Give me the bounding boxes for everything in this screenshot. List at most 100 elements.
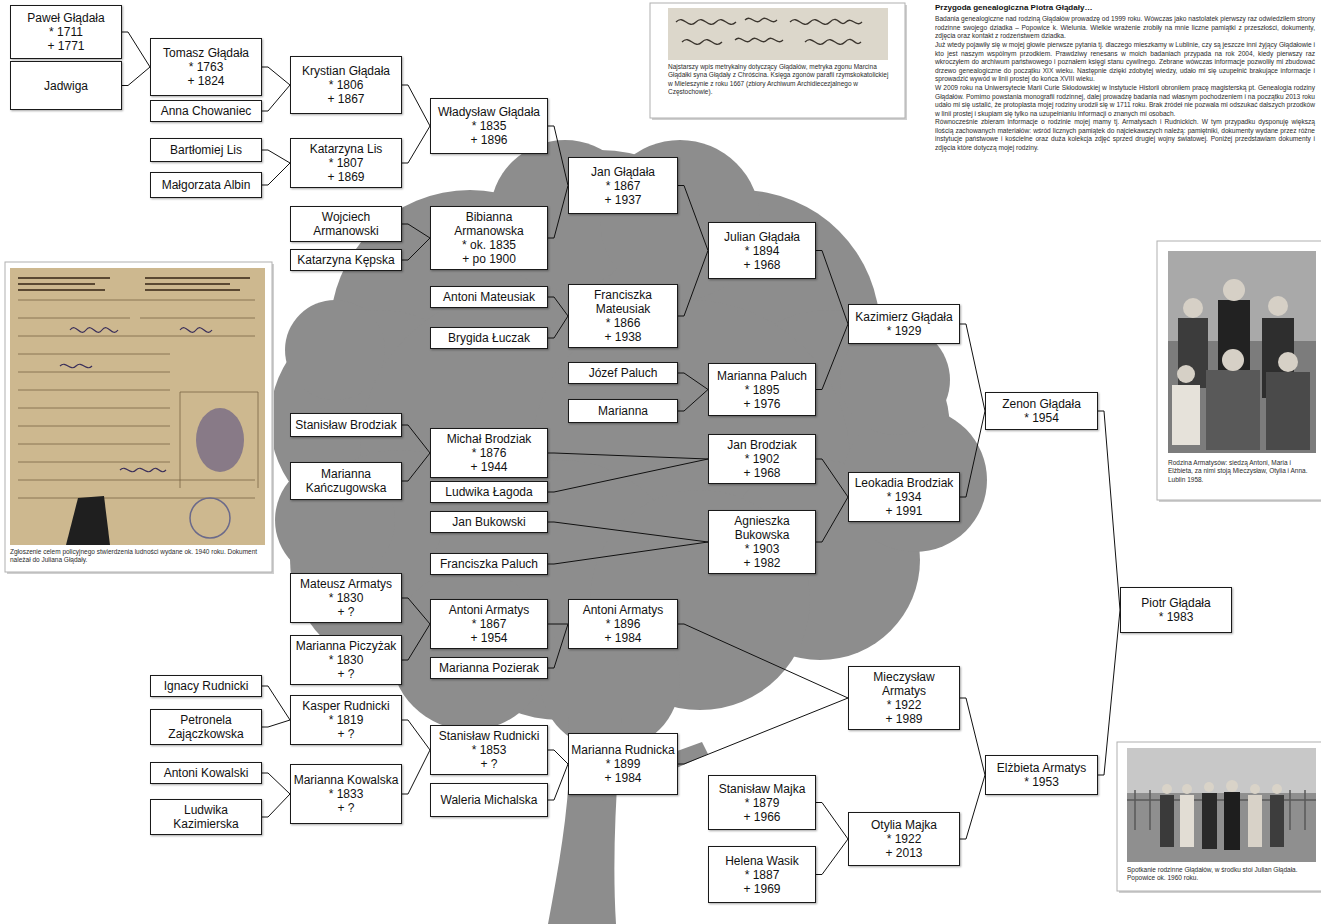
person-box: Mieczysław Armatys* 1922+ 1989 — [848, 666, 960, 730]
person-box: Marianna Kowalska* 1833+ ? — [290, 764, 402, 824]
person-box: Brygida Łuczak — [430, 327, 548, 349]
lineage-line — [548, 453, 708, 459]
life-date: + 1984 — [571, 771, 675, 785]
person-box: Anna Chowaniec — [150, 100, 262, 122]
person-box: Zenon Głądała* 1954 — [985, 392, 1098, 430]
person-name: Ignacy Rudnicki — [153, 679, 259, 693]
photo-figure — [1160, 795, 1174, 847]
record-scan — [668, 8, 888, 60]
photo-figure — [1248, 795, 1262, 847]
lineage-line — [816, 251, 848, 325]
life-date: * 1983 — [1123, 610, 1229, 624]
lineage-line — [262, 67, 290, 85]
person-box: Ludwika Kazimierska — [150, 799, 262, 835]
person-box: Wojciech Armanowski — [290, 206, 402, 242]
life-date: * 1711 — [13, 25, 119, 39]
life-date: + 1968 — [711, 258, 813, 272]
life-date: + 1991 — [851, 504, 957, 518]
person-box: Katarzyna Kępska — [290, 249, 402, 271]
lineage-line — [678, 373, 708, 390]
photo-caption: Zgłoszenie celem policyjnego stwierdzeni… — [10, 548, 268, 565]
person-name: Tomasz Głądała — [153, 46, 259, 60]
person-box: Helena Wasik* 1887+ 1969 — [708, 846, 816, 903]
life-date: * 1902 — [711, 452, 813, 466]
panel-shadow — [7, 264, 274, 574]
person-box: Antoni Kowalski — [150, 762, 262, 784]
lineage-line — [262, 150, 290, 163]
photo-figure — [1177, 365, 1195, 383]
person-box: Katarzyna Lis* 1807+ 1869 — [290, 138, 402, 188]
lineage-line — [548, 624, 568, 625]
life-date: + 1771 — [13, 39, 119, 53]
person-box: Stanisław Brodziak — [290, 413, 402, 437]
lineage-line — [402, 598, 430, 624]
person-box: Tomasz Głądała* 1763+ 1824 — [150, 38, 262, 96]
panel-shadow — [1119, 744, 1321, 893]
photo-figure — [1224, 792, 1240, 850]
panel-frame — [1157, 241, 1321, 500]
person-box: Bibianna Armanowska* ok. 1835+ po 1900 — [430, 206, 548, 270]
person-box: Jan Bukowski — [430, 511, 548, 533]
lineage-line — [1098, 411, 1120, 610]
person-box: Julian Głądała* 1894+ 1968 — [708, 222, 816, 279]
lineage-line — [402, 720, 430, 750]
person-box: Kazimierz Głądała* 1929 — [848, 304, 960, 344]
life-date: * 1853 — [433, 743, 545, 757]
person-name: Brygida Łuczak — [433, 331, 545, 345]
lineage-line — [262, 794, 290, 817]
lineage-line — [960, 698, 985, 775]
lineage-line — [678, 624, 848, 698]
person-box: Bartłomiej Lis — [150, 138, 262, 162]
person-name: Jan Bukowski — [433, 515, 545, 529]
photo-figure — [1172, 385, 1200, 445]
life-date: * 1830 — [293, 653, 399, 667]
life-date: * 1806 — [293, 78, 399, 92]
form-print — [18, 278, 250, 290]
person-box: Antoni Mateusiak — [430, 286, 548, 308]
photo-figure — [1182, 784, 1192, 794]
person-box: Władysław Głądała* 1835+ 1896 — [430, 98, 548, 154]
life-date: * 1876 — [433, 446, 545, 460]
person-box: Józef Paluch — [568, 362, 678, 384]
person-name: Marianna Kowalska — [293, 773, 399, 787]
life-date: * 1896 — [571, 617, 675, 631]
photo-panel — [1157, 241, 1321, 502]
lineage-line — [816, 839, 848, 875]
person-box: Franciszka Paluch — [430, 553, 548, 575]
life-date: * ok. 1835 — [433, 238, 545, 252]
page-title: Przygoda genealogiczna Piotra Głądały… — [935, 3, 1315, 13]
person-name: Petronela Zajączkowska — [153, 713, 259, 741]
person-box: Paweł Głądała* 1711+ 1771 — [10, 5, 122, 59]
person-name: Bartłomiej Lis — [153, 143, 259, 157]
lineage-line — [402, 453, 430, 481]
person-name: Marianna Pozierak — [433, 661, 545, 675]
life-date: + ? — [293, 727, 399, 741]
handwriting — [676, 18, 862, 24]
person-box: Piotr Głądała* 1983 — [1120, 587, 1232, 633]
life-date: * 1763 — [153, 60, 259, 74]
life-date: + 1968 — [711, 466, 813, 480]
person-name: Małgorzata Albin — [153, 178, 259, 192]
fingerprint — [196, 408, 244, 472]
lineage-line — [402, 224, 430, 238]
lineage-line — [402, 85, 430, 126]
person-box: Antoni Armatys* 1867+ 1954 — [430, 599, 548, 649]
life-date: + 1824 — [153, 74, 259, 88]
person-name: Piotr Głądała — [1123, 596, 1229, 610]
person-name: Krystian Głądała — [293, 64, 399, 78]
person-box: Kasper Rudnicki* 1819+ ? — [290, 695, 402, 745]
life-date: * 1903 — [711, 542, 813, 556]
person-name: Jan Brodziak — [711, 438, 813, 452]
person-name: Stanisław Brodziak — [293, 418, 399, 432]
life-date: * 1894 — [711, 244, 813, 258]
lineage-line — [548, 764, 568, 800]
lineage-line — [402, 425, 430, 453]
lineage-line — [548, 316, 568, 338]
life-date: * 1929 — [851, 324, 957, 338]
lineage-line — [960, 411, 985, 497]
person-box: Agnieszka Bukowska* 1903+ 1982 — [708, 510, 816, 574]
life-date: * 1867 — [571, 179, 675, 193]
life-date: + 1966 — [711, 810, 813, 824]
life-date: * 1819 — [293, 713, 399, 727]
person-box: Marianna Rudnicka* 1899+ 1984 — [568, 733, 678, 795]
